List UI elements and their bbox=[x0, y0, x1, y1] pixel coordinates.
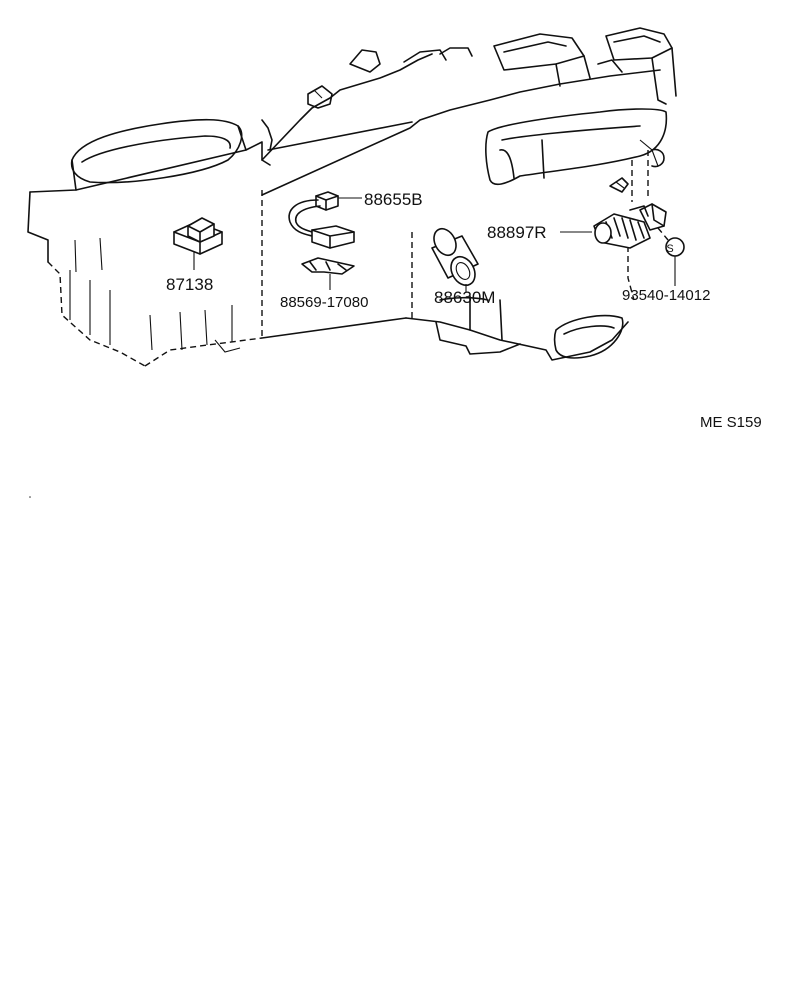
sensor-88630m-graphic bbox=[431, 227, 479, 292]
speck bbox=[29, 496, 31, 498]
label-88569-17080: 88569-17080 bbox=[280, 294, 368, 311]
symbol-s-label: S bbox=[666, 243, 673, 255]
bracket-88569-17080-graphic bbox=[301, 257, 355, 290]
label-93540-14012: 93540-14012 bbox=[622, 287, 710, 304]
switch-87138-graphic bbox=[173, 217, 223, 270]
heater-unit-housing bbox=[27, 27, 677, 367]
screw-symbol-graphic bbox=[665, 237, 685, 286]
label-88655b: 88655B bbox=[364, 190, 423, 209]
drawing-code: ME S159 bbox=[700, 414, 762, 431]
label-88897r: 88897R bbox=[487, 223, 547, 242]
label-87138: 87138 bbox=[166, 275, 213, 294]
connector-88897r-graphic bbox=[560, 203, 669, 249]
wire-harness-88655b-graphic bbox=[288, 191, 362, 249]
label-88630m: 88630M bbox=[434, 288, 495, 307]
